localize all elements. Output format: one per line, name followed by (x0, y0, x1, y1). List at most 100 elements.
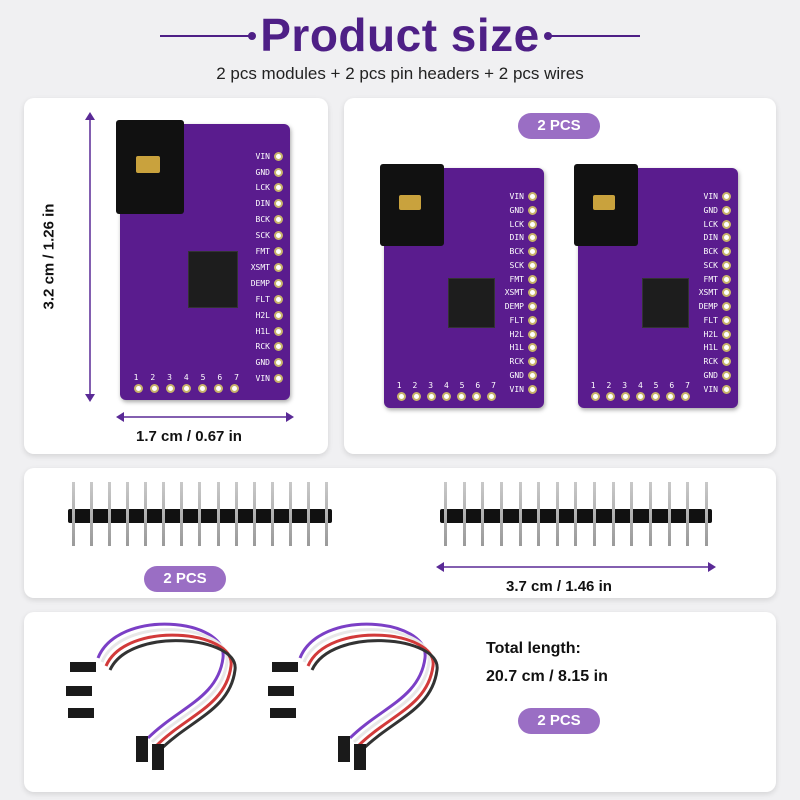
pin-hole (274, 326, 283, 336)
pin-hole (165, 384, 175, 393)
dac-chip (188, 250, 238, 309)
pin-hole (722, 329, 731, 339)
header-pin (306, 482, 310, 546)
pin-hole (274, 294, 283, 304)
header-pin (649, 482, 653, 546)
pin-hole (274, 215, 283, 225)
pin-label: GND (255, 167, 270, 177)
dac-chip (642, 278, 689, 329)
audio-jack (116, 120, 184, 214)
pin-hole (722, 233, 731, 243)
title-line-left (160, 32, 256, 40)
pin-label: LCK (255, 183, 270, 193)
headers-panel: 2 PCS 3.7 cm / 1.46 in (24, 468, 776, 598)
header-length-arrow (436, 562, 716, 572)
pin-number: 5 (653, 381, 659, 390)
header-pin (462, 482, 466, 546)
jumper-wire (66, 622, 237, 770)
pin-label: DEMP (698, 302, 718, 311)
pin-hole (590, 392, 600, 401)
pin-number: 2 (412, 381, 418, 390)
pin-hole (722, 274, 731, 284)
pin-hole (722, 384, 731, 394)
pin-hole (274, 310, 283, 320)
header-pins (444, 482, 708, 546)
header-pin (90, 482, 94, 546)
dac-chip (448, 278, 495, 329)
pin-label: BCK (703, 247, 718, 256)
pin-hole (722, 219, 731, 229)
pin-label: LCK (703, 219, 718, 229)
pin-label: DEMP (250, 278, 270, 288)
pin-hole (456, 392, 466, 401)
pin-label: H1L (509, 343, 524, 353)
pin-hole (665, 392, 675, 401)
header-pin (518, 482, 522, 546)
pin-label: FLT (509, 315, 524, 325)
pin-label: LCK (509, 219, 524, 229)
pin-hole (149, 384, 159, 393)
pin-hole (274, 199, 283, 209)
pin-hole (528, 205, 537, 215)
pin-hole (722, 343, 731, 353)
pin-label: SCK (255, 231, 270, 241)
header-pin (630, 482, 634, 546)
pin-hole (274, 151, 283, 161)
header-pin (270, 482, 274, 546)
pin-label: BCK (255, 215, 270, 225)
pin-hole (722, 192, 731, 201)
pin-label: VIN (703, 192, 718, 201)
header-pin (537, 482, 541, 546)
pin-label: H1L (703, 343, 718, 353)
header-pin (611, 482, 615, 546)
pin-hole (528, 357, 537, 366)
pin-label: GND (703, 205, 718, 215)
pin-label: VIN (255, 151, 270, 161)
pin-label: XSMT (504, 288, 524, 298)
page-title: Product size (260, 9, 540, 61)
header-pin (198, 482, 202, 546)
pin-hole (528, 302, 537, 311)
pin-hole (229, 384, 239, 393)
width-arrow (116, 412, 294, 422)
wires-qty-badge: 2 PCS (518, 708, 600, 734)
pin-label: RCK (509, 357, 524, 366)
pin-hole (274, 342, 283, 352)
wire-length-value: 20.7 cm / 8.15 in (486, 668, 608, 685)
pin-hole (722, 260, 731, 270)
header-pin (162, 482, 166, 546)
pin-label: H2L (703, 329, 718, 339)
pin-label: GND (703, 370, 718, 380)
pin-label: RCK (703, 357, 718, 366)
pin-label: VIN (703, 384, 718, 394)
pin-number: 2 (606, 381, 612, 390)
header-pin (144, 482, 148, 546)
header-pin (574, 482, 578, 546)
header-length-label: 3.7 cm / 1.46 in (506, 578, 612, 595)
header-pin (593, 482, 597, 546)
pin-label: DIN (509, 233, 524, 243)
modules-qty-badge: 2 PCS (518, 113, 600, 139)
pin-label: H1L (255, 326, 270, 336)
pin-hole (274, 262, 283, 272)
pin-number: 2 (150, 373, 156, 382)
pin-label: FMT (255, 247, 270, 257)
header-pin (686, 482, 690, 546)
pin-hole (528, 384, 537, 394)
pin-number: 7 (685, 381, 690, 390)
pin-hole (528, 370, 537, 380)
pin-hole (426, 392, 436, 401)
pin-label: H2L (509, 329, 524, 339)
header-pin (108, 482, 112, 546)
header-pin (704, 482, 708, 546)
pin-hole (181, 384, 191, 393)
pin-number: 5 (200, 373, 206, 382)
pin-hole (396, 392, 406, 401)
pin-label: XSMT (698, 288, 718, 298)
pin-hole (722, 357, 731, 366)
